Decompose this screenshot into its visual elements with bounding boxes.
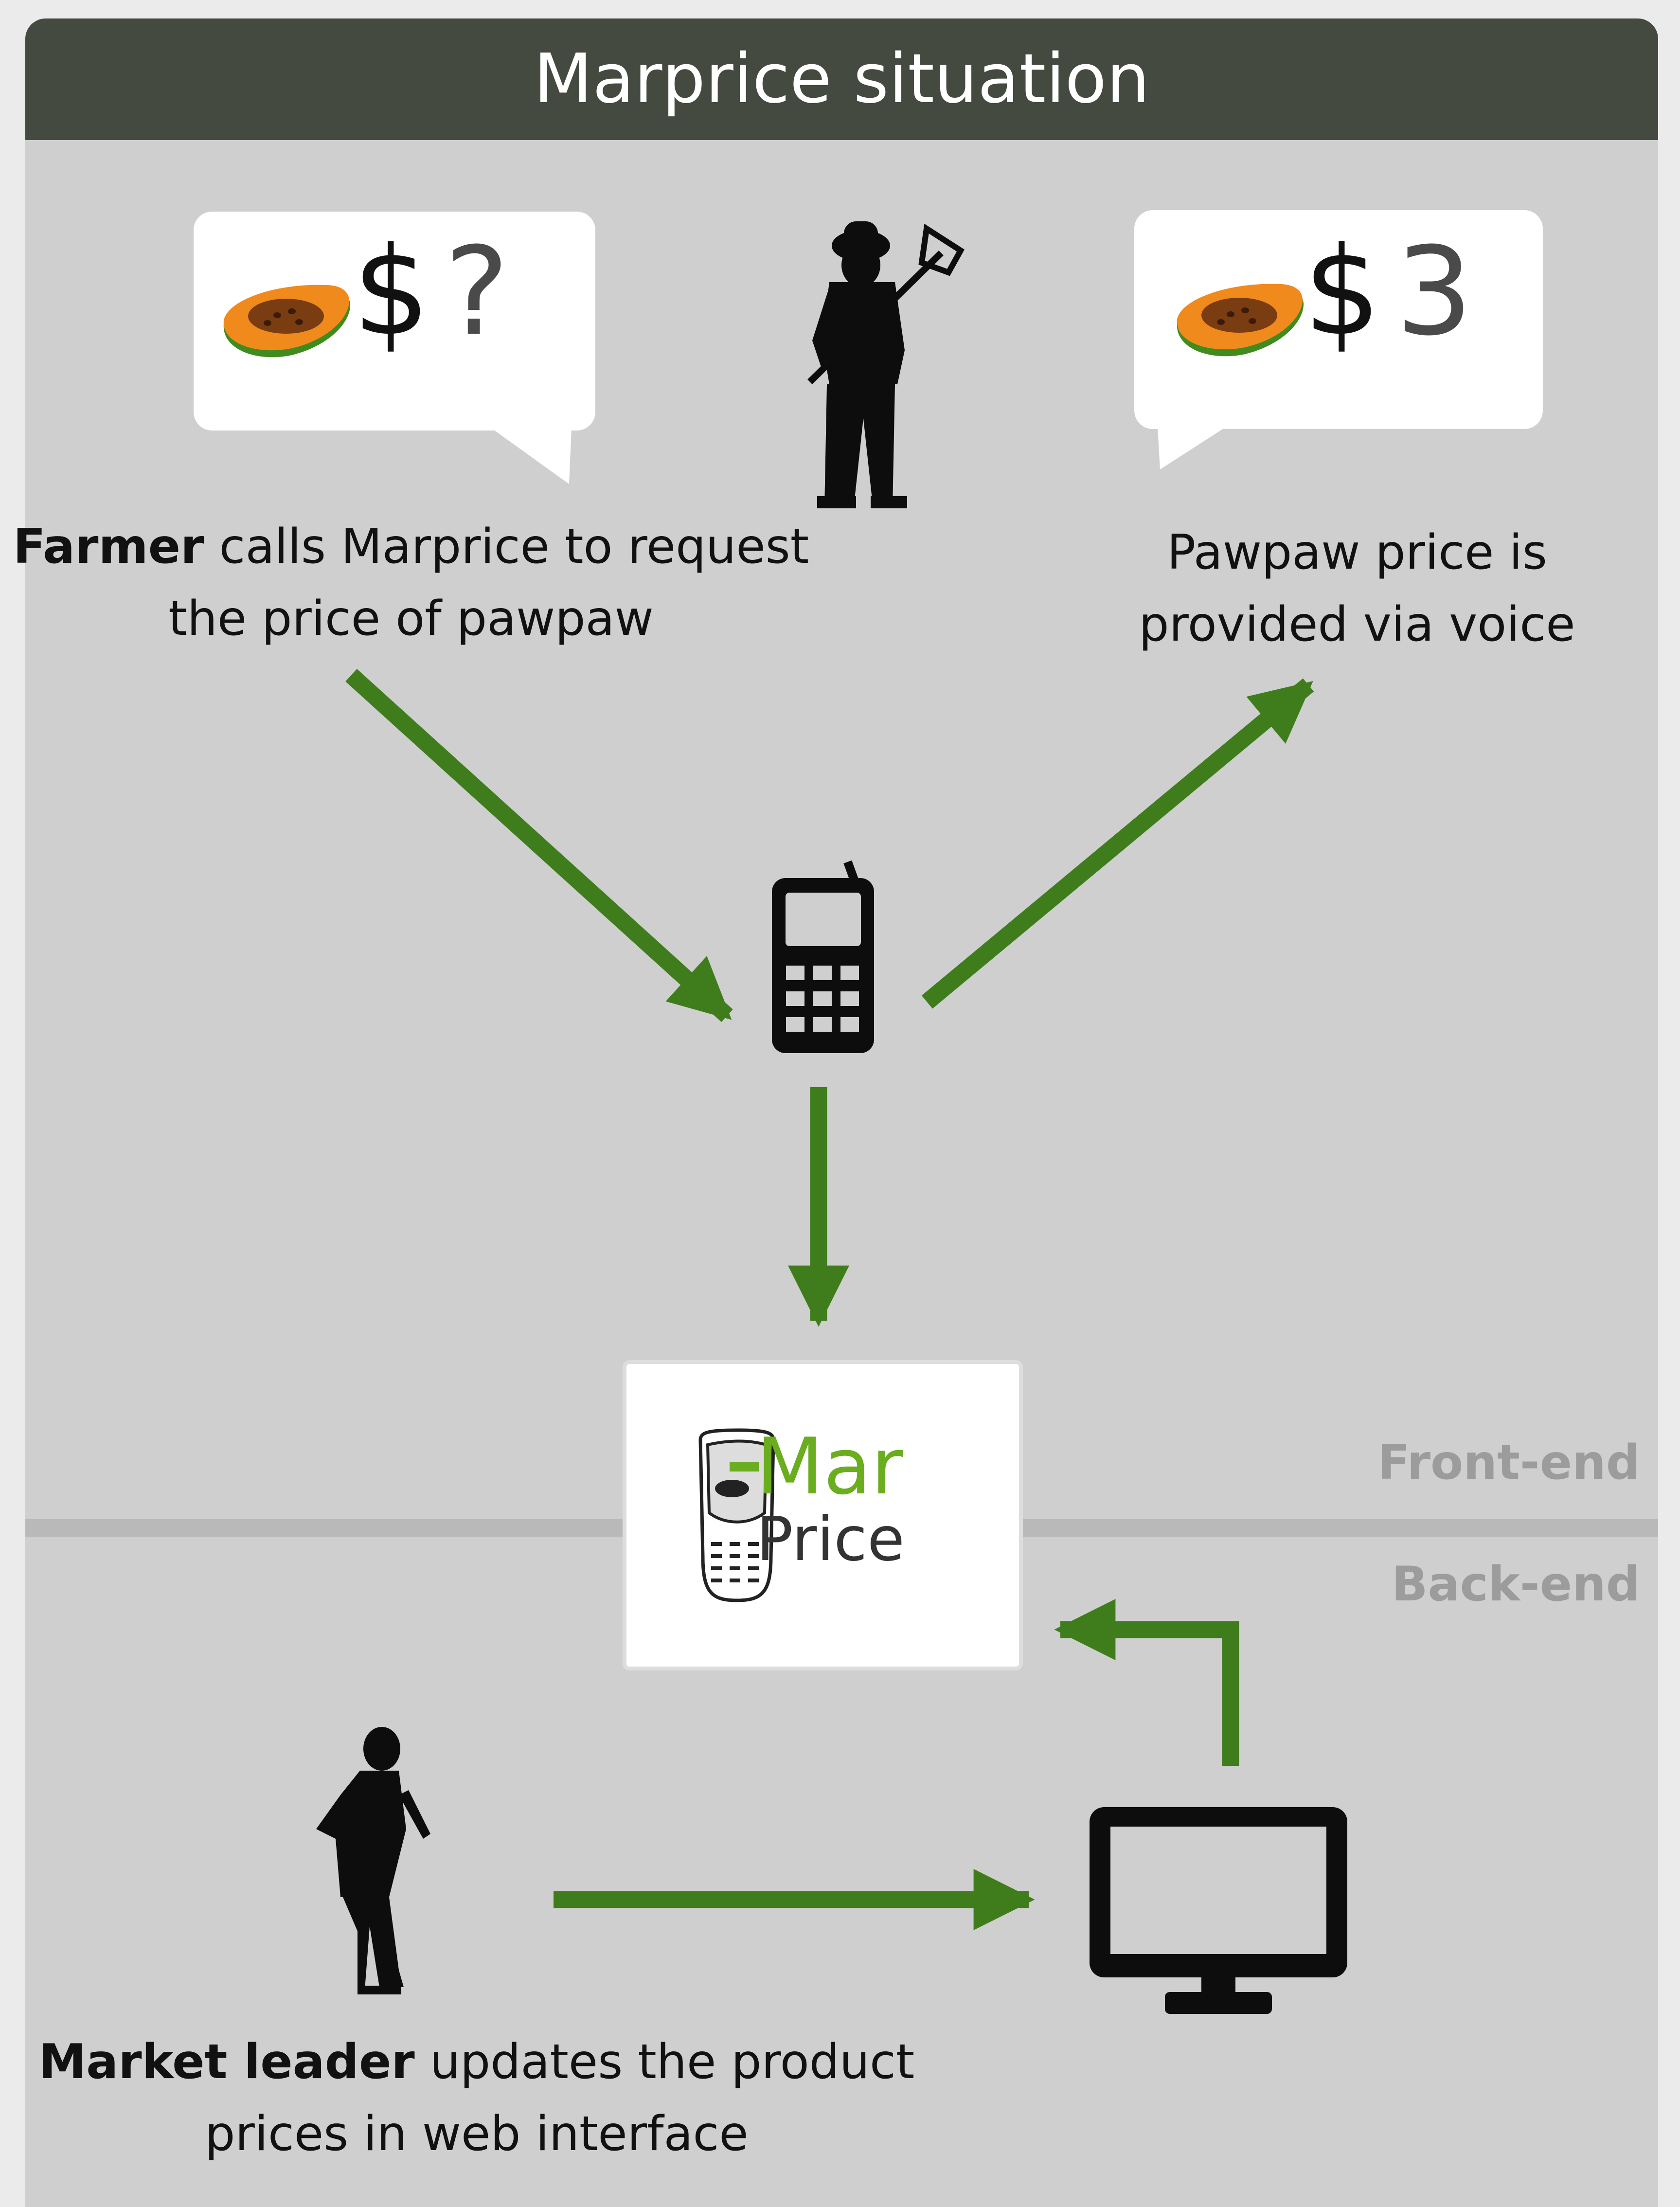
farmer-caption: Farmer calls Marprice to request the pri… [10, 511, 812, 655]
logo-price: Price [756, 1504, 905, 1575]
marprice-logo-text: Mar Price [756, 1428, 961, 1579]
currency-symbol: $ [1304, 221, 1381, 362]
logo-mar: Mar [756, 1421, 903, 1512]
price-value: 3 [1395, 221, 1473, 362]
currency-symbol: $ [353, 221, 430, 362]
question-mark: ? [445, 221, 509, 362]
monitor-icon [1090, 1807, 1347, 2014]
farmer-caption-bold: Farmer [13, 519, 204, 574]
front-end-label: Front-end [1377, 1435, 1640, 1490]
farmer-icon [807, 221, 965, 508]
leader-caption: Market leader updates the product prices… [19, 2026, 934, 2170]
farmer-caption-rest: calls Marprice to request the price of p… [168, 519, 809, 646]
arrow-farmer-to-phone [345, 669, 733, 1022]
papaya-icon [1177, 284, 1304, 357]
price-caption: Pawpaw price is provided via voice [1139, 525, 1575, 652]
answer-price-text: $3 [1304, 231, 1473, 353]
leader-caption-bold: Market leader [38, 2034, 415, 2090]
mobile-phone-icon [772, 860, 874, 1053]
leader-caption-rest: updates the product prices in web interf… [205, 2034, 915, 2162]
question-price-text: $? [353, 231, 509, 353]
marprice-logo-icon [698, 1428, 775, 1602]
page-title: Marprice situation [534, 39, 1150, 119]
speech-bubble-question [194, 212, 595, 484]
header-bar: Marprice situation [25, 18, 1658, 140]
arrow-monitor-to-marprice [1054, 1599, 1239, 1766]
arrow-phone-to-farmer [921, 678, 1314, 1009]
speech-bubble-answer [1134, 210, 1543, 469]
person-silhouette-icon [316, 1727, 430, 1994]
papaya-icon [223, 285, 351, 358]
back-end-label: Back-end [1391, 1557, 1640, 1612]
